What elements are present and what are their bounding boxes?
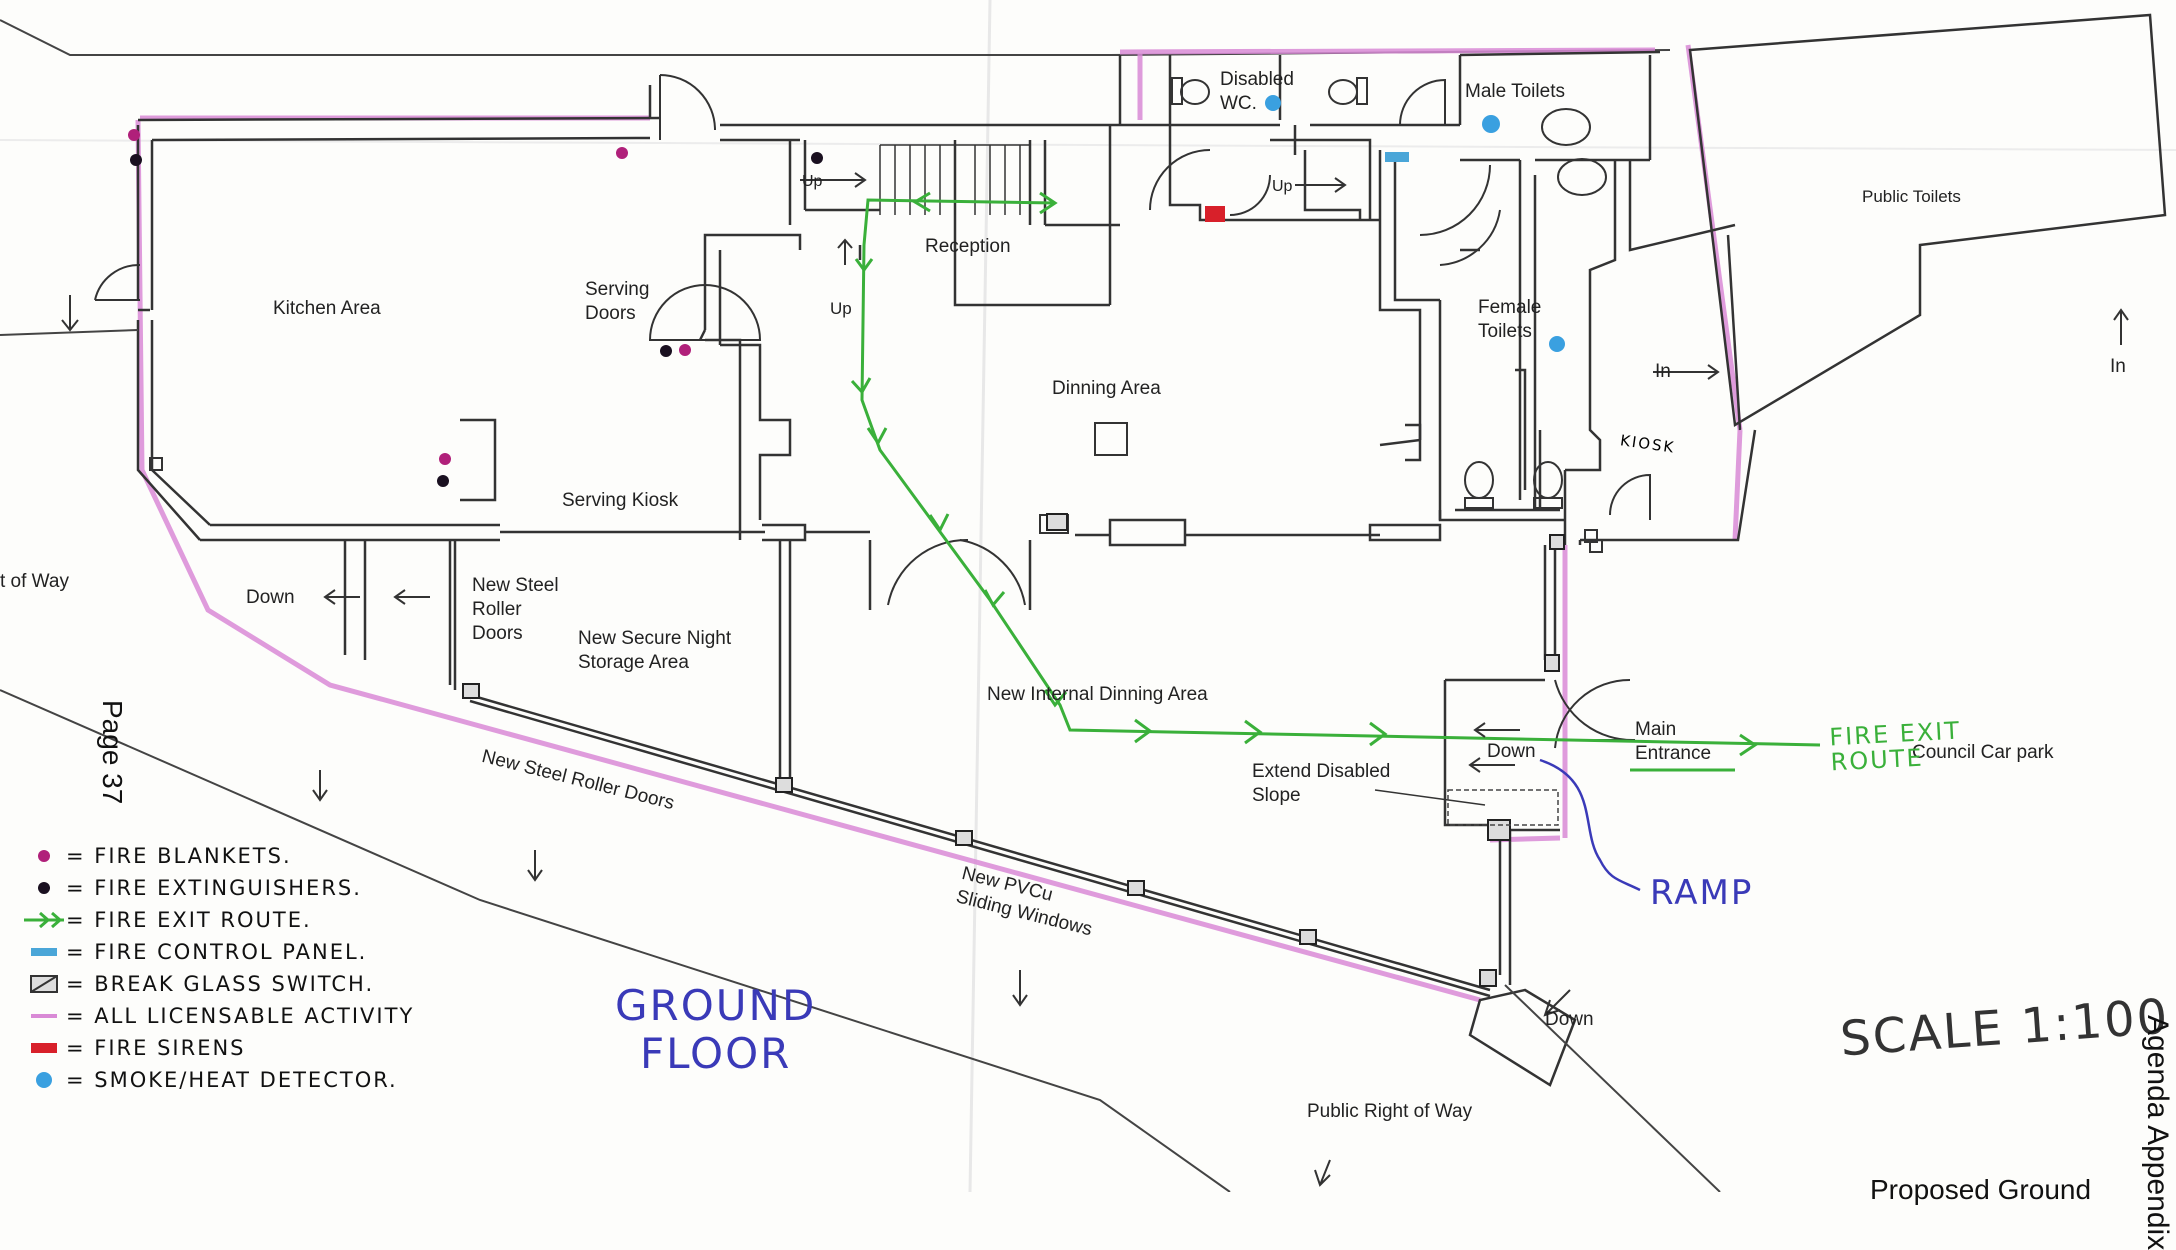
female-toilets-label: Female Toilets — [1478, 296, 1541, 344]
right-of-way-left-label: t of Way — [0, 570, 69, 594]
fire-control-panel-marker — [1385, 152, 1409, 162]
serving-doors-label: Serving Doors — [585, 278, 649, 326]
door-swings — [95, 75, 1650, 748]
serving-kiosk-label: Serving Kiosk — [562, 489, 678, 513]
legend-item: = FIRE BLANKETS. — [22, 840, 414, 872]
new-steel-roller-doors-label: New Steel Roller Doors — [472, 574, 559, 645]
legend-label: = FIRE EXTINGUISHERS. — [66, 876, 362, 900]
fire-siren-icon — [22, 1034, 66, 1062]
legend-item: = BREAK GLASS SWITCH. — [22, 968, 414, 1000]
legend: = FIRE BLANKETS. = FIRE EXTINGUISHERS. =… — [22, 840, 414, 1096]
new-internal-dinning-label: New Internal Dinning Area — [987, 683, 1208, 707]
public-toilets-label: Public Toilets — [1862, 186, 1961, 207]
reception-label: Reception — [925, 235, 1011, 259]
staircase — [880, 145, 1030, 215]
slope-pointer — [1375, 790, 1485, 805]
legend-label: = FIRE BLANKETS. — [66, 844, 292, 868]
up-label: Up — [802, 172, 822, 192]
up-label: Up — [830, 298, 852, 319]
building-walls — [138, 15, 2165, 1085]
fire-control-panel-icon — [22, 938, 66, 966]
ground-floor-note: GROUND FLOOR — [615, 982, 816, 1079]
down-label: Down — [246, 586, 295, 610]
legend-item: = FIRE EXIT ROUTE. — [22, 904, 414, 936]
public-right-of-way-label: Public Right of Way — [1307, 1100, 1472, 1124]
legend-label: = FIRE EXIT ROUTE. — [66, 908, 312, 932]
page-number: Page 37 — [95, 700, 130, 804]
fire-exit-route-icon — [22, 906, 66, 934]
bottom-title-text: Proposed Ground — [1870, 1172, 2091, 1207]
up-label: Up — [1272, 177, 1292, 197]
fire-exit-route — [852, 193, 1820, 755]
smoke-detector-icon — [22, 1066, 66, 1094]
paper-fold — [0, 140, 2176, 150]
extend-disabled-slope-label: Extend Disabled Slope — [1252, 760, 1390, 808]
kitchen-label: Kitchen Area — [273, 297, 381, 321]
legend-item: = FIRE SIRENS — [22, 1032, 414, 1064]
break-glass-switch-icon — [22, 970, 66, 998]
legend-label: = FIRE CONTROL PANEL. — [66, 940, 367, 964]
legend-label: = SMOKE/HEAT DETECTOR. — [66, 1068, 398, 1092]
legend-label: = FIRE SIRENS — [66, 1036, 246, 1060]
legend-label: = BREAK GLASS SWITCH. — [66, 972, 374, 996]
fire-exit-route-note: FIRE EXIT ROUTE — [1829, 719, 1963, 776]
legend-item: = SMOKE/HEAT DETECTOR. — [22, 1064, 414, 1096]
legend-item: = FIRE EXTINGUISHERS. — [22, 872, 414, 904]
dinning-area-label: Dinning Area — [1052, 377, 1161, 401]
in-label: In — [1655, 360, 1671, 384]
ramp-note: RAMP — [1650, 873, 1753, 913]
in-label: In — [2110, 355, 2126, 379]
fire-blanket-icon — [22, 842, 66, 870]
appendix-side-text: Agenda Appendix — [2139, 1015, 2176, 1250]
down-label: Down — [1487, 740, 1536, 764]
legend-label: = ALL LICENSABLE ACTIVITY — [66, 1004, 414, 1028]
fire-extinguisher-icon — [22, 874, 66, 902]
legend-item: = ALL LICENSABLE ACTIVITY — [22, 1000, 414, 1032]
male-toilets-label: Male Toilets — [1465, 80, 1565, 104]
legend-item: = FIRE CONTROL PANEL. — [22, 936, 414, 968]
disabled-wc-label: Disabled WC. — [1220, 68, 1294, 116]
main-entrance-label: Main Entrance — [1635, 718, 1711, 766]
fire-siren-marker — [1205, 206, 1225, 222]
secure-storage-label: New Secure Night Storage Area — [578, 627, 731, 675]
licensable-activity-icon — [22, 1002, 66, 1030]
down-label: Down — [1545, 1008, 1594, 1032]
